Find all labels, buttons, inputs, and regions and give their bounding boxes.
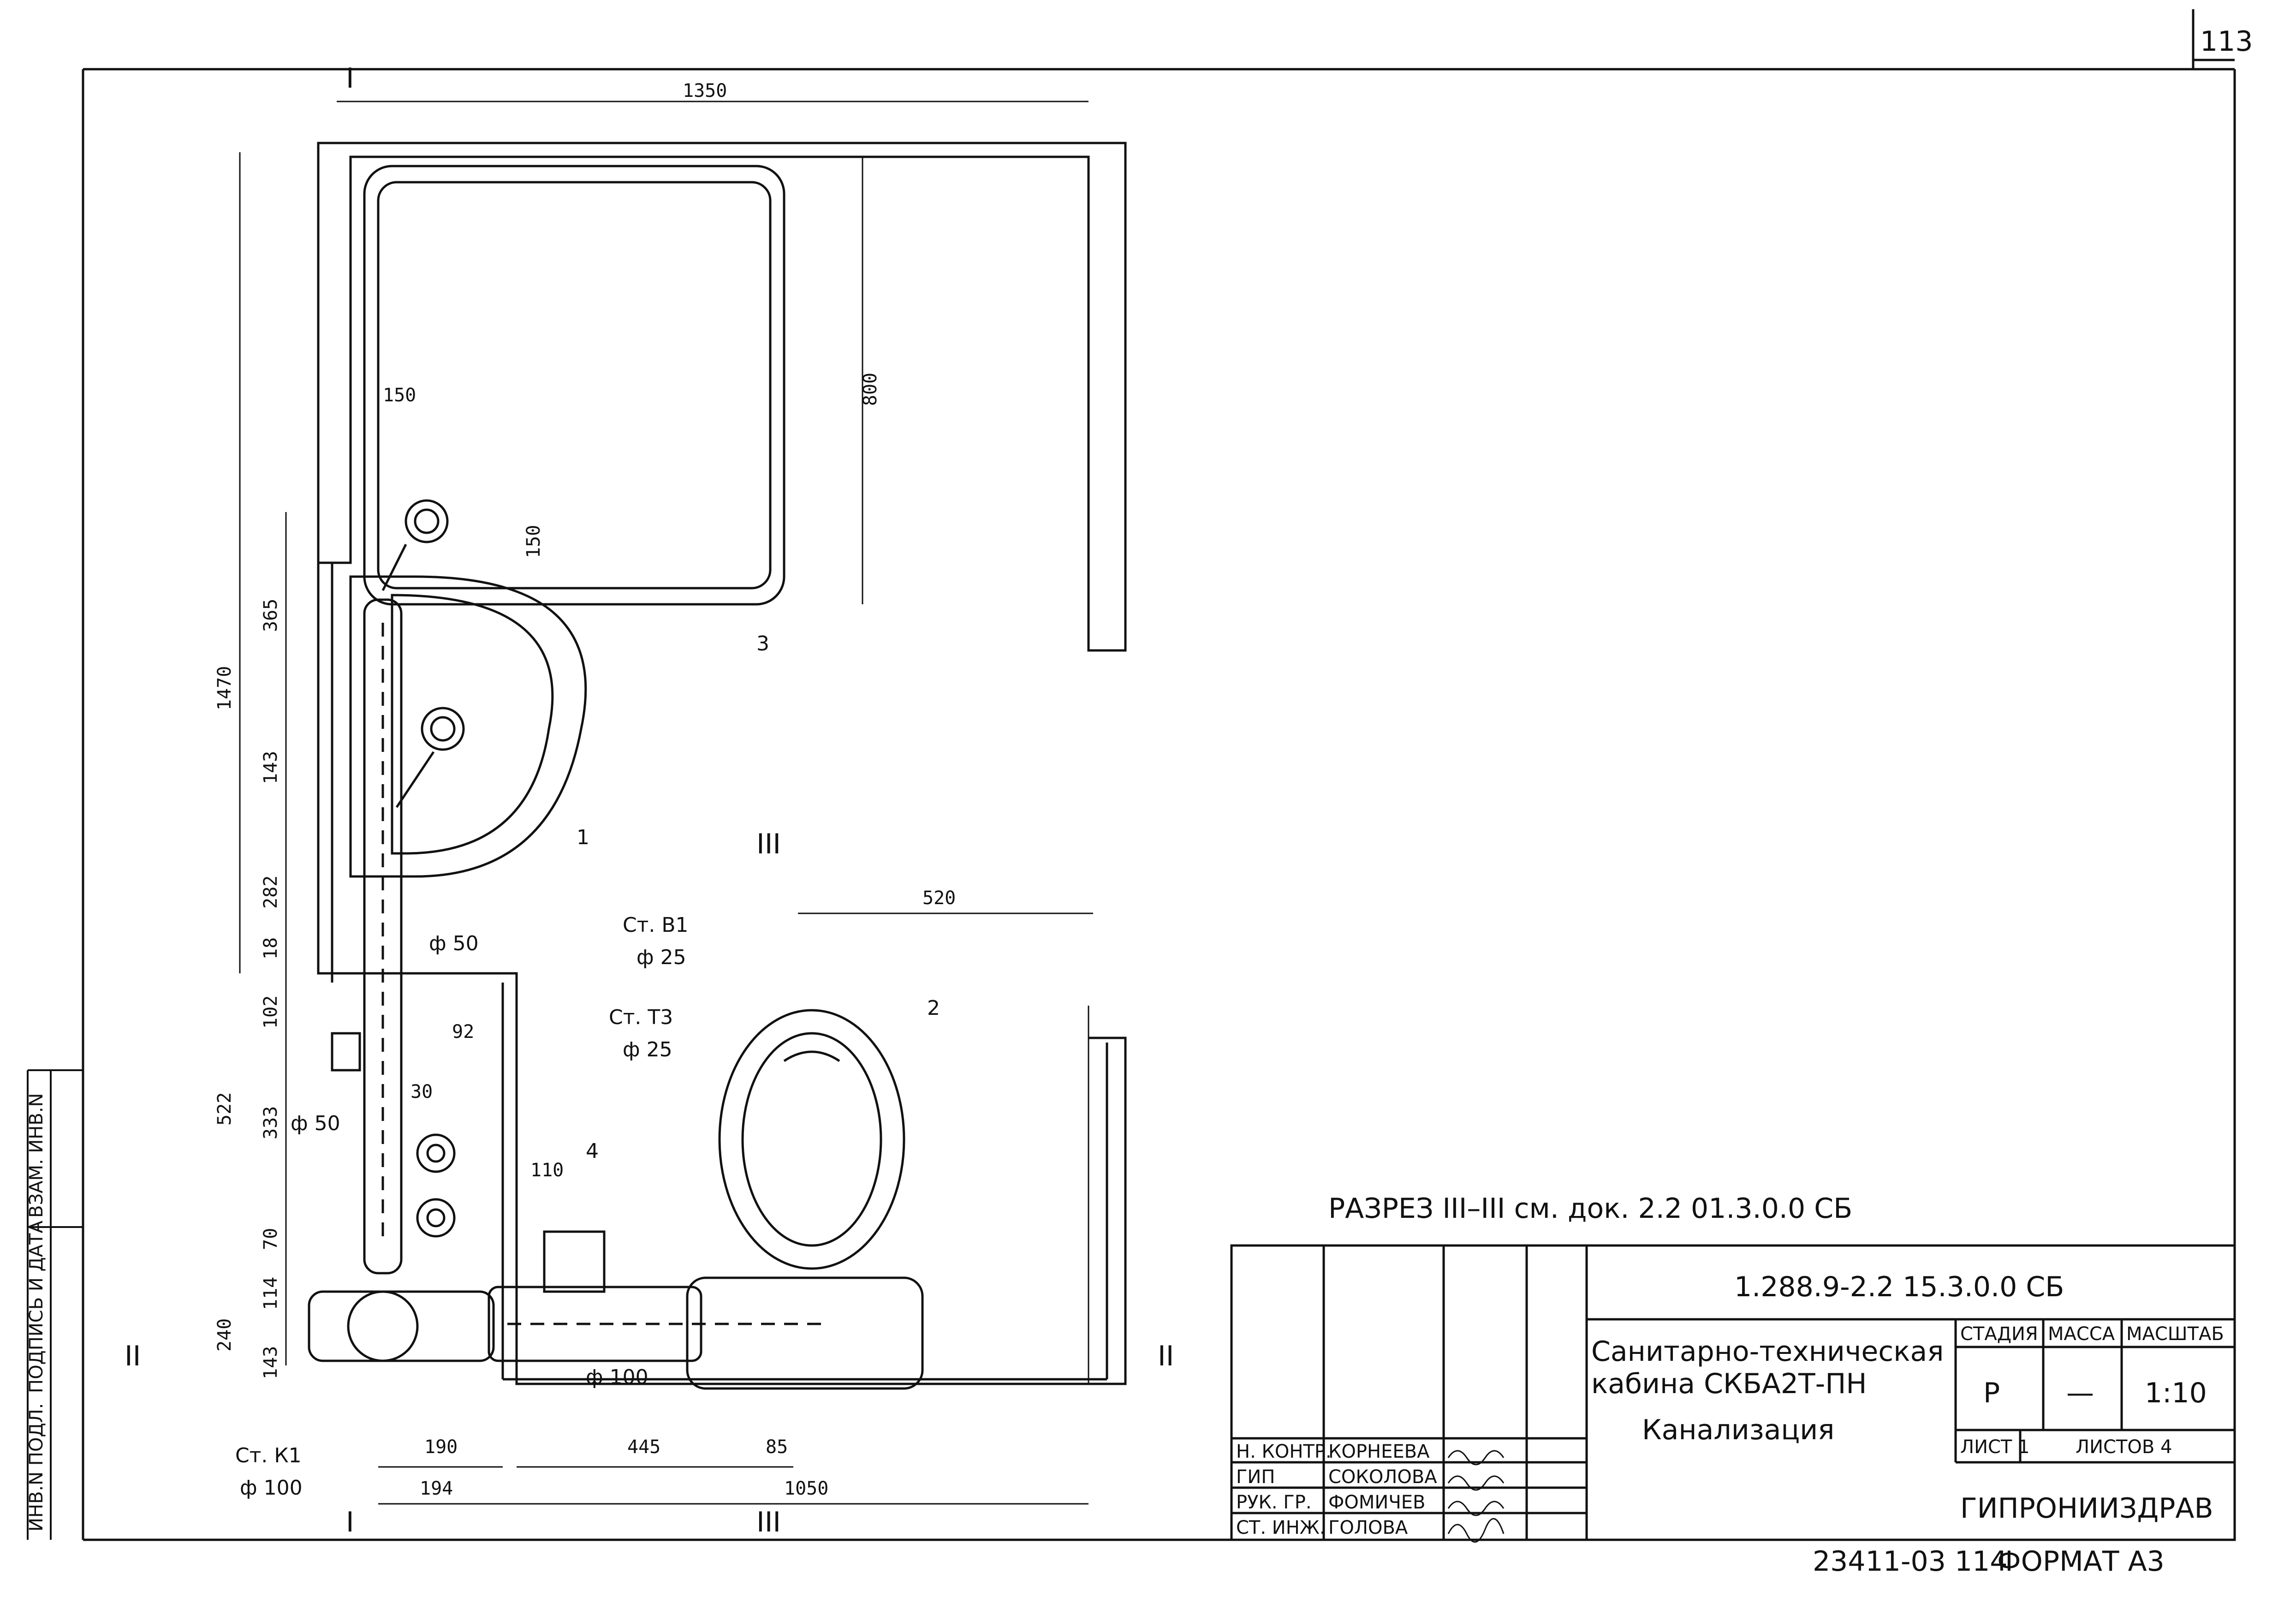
toilet [686, 1009, 924, 1390]
section-mark-ii-left: II [125, 1340, 141, 1372]
hdr-mass: МАССА [2048, 1323, 2115, 1345]
washbasin [349, 575, 587, 878]
section-note: РАЗРЕЗ III–III см. док. 2.2 01.3.0.0 СБ [1328, 1192, 1852, 1225]
dim-143b: 143 [260, 1346, 281, 1379]
page-number: 113 [2200, 25, 2253, 58]
dim-522: 522 [214, 1092, 235, 1126]
hdr-scale: МАСШТАБ [2126, 1323, 2224, 1345]
role-2: ГИП [1236, 1466, 1275, 1488]
org-name: ГИПРОНИИЗДРАВ [1960, 1492, 2213, 1525]
format-label: ФОРМАТ А3 [1997, 1545, 2165, 1578]
cabin-walls [317, 142, 1127, 1385]
name-4: ГОЛОВА [1328, 1517, 1408, 1538]
dim-1470: 1470 [214, 666, 235, 710]
name-2: СОКОЛОВА [1328, 1466, 1437, 1488]
label-stv1d: ф 25 [636, 946, 686, 969]
dim-445: 445 [627, 1436, 660, 1458]
label-stv1: Ст. В1 [623, 913, 689, 937]
sheet-value: ЛИСТ 1 [1960, 1436, 2030, 1458]
dimension-lines [239, 101, 1093, 1505]
dim-800: 800 [860, 373, 881, 406]
dim-85: 85 [766, 1436, 788, 1458]
dim-1050: 1050 [784, 1478, 828, 1499]
sheets-value: ЛИСТОВ 4 [2076, 1436, 2172, 1458]
dim-114: 114 [260, 1277, 281, 1310]
dim-520: 520 [922, 888, 956, 909]
dim-30: 30 [410, 1081, 433, 1102]
dim-92: 92 [452, 1021, 474, 1043]
strip-text-3: ВЗАМ. ИНВ.N [26, 1093, 47, 1218]
section-mark-i-bottom: I [346, 1506, 354, 1538]
hdr-stage: СТАДИЯ [1960, 1323, 2038, 1345]
role-4: СТ. ИНЖ. [1236, 1517, 1326, 1538]
label-phi50b: ф 50 [291, 1112, 340, 1135]
label-stt3: Ст. Т3 [609, 1006, 673, 1029]
label-stk1d: ф 100 [240, 1476, 303, 1500]
dim-365: 365 [260, 599, 281, 632]
dim-143a: 143 [260, 751, 281, 784]
title-line2: кабина СКБА2Т-ПН [1591, 1368, 1867, 1400]
dim-240: 240 [214, 1318, 235, 1352]
section-mark-iii-bottom: III [756, 1506, 781, 1538]
title-line1: Санитарно-техническая [1591, 1335, 1944, 1368]
label-phi50a: ф 50 [429, 932, 479, 955]
role-1: Н. КОНТР. [1236, 1441, 1332, 1462]
label-stk1: Ст. К1 [235, 1444, 302, 1467]
name-1: КОРНЕЕВА [1328, 1441, 1430, 1462]
mass-value: — [2066, 1377, 2094, 1409]
dim-194: 194 [420, 1478, 453, 1499]
doc-code: 1.288.9-2.2 15.3.0.0 СБ [1734, 1271, 2064, 1303]
role-3: РУК. ГР. [1236, 1492, 1312, 1513]
pipe-network [308, 499, 830, 1362]
title-block-grid [1230, 1244, 2236, 1541]
left-strip [27, 1069, 83, 1540]
bottom-code: 23411-03 114 [1813, 1545, 2007, 1578]
strip-text-1: ИНВ.N ПОДЛ. [26, 1403, 47, 1531]
label-4: 4 [586, 1139, 599, 1163]
section-mark-ii-right: II [1158, 1340, 1174, 1372]
section-mark-iii-top: III [756, 828, 781, 860]
strip-text-2: ПОДПИСЬ И ДАТА [26, 1220, 47, 1393]
dim-102: 102 [260, 995, 281, 1029]
label-stt3d: ф 25 [623, 1038, 672, 1061]
label-1: 1 [577, 826, 589, 849]
name-3: ФОМИЧЕВ [1328, 1492, 1426, 1513]
dim-1350: 1350 [683, 80, 727, 101]
section-mark-i-top: I [346, 62, 354, 95]
label-2: 2 [927, 996, 940, 1020]
dim-110: 110 [530, 1160, 564, 1181]
label-3: 3 [756, 632, 769, 656]
label-phi100: ф 100 [586, 1365, 648, 1389]
stage-value: Р [1983, 1377, 2000, 1409]
signature-scribbles [1447, 1450, 1505, 1543]
shower-tray [363, 165, 785, 606]
sheet-frame [82, 9, 2236, 1541]
dim-18: 18 [260, 937, 281, 959]
dim-333: 333 [260, 1106, 281, 1139]
scale-value: 1:10 [2145, 1377, 2207, 1409]
dim-282: 282 [260, 876, 281, 909]
dim-190: 190 [424, 1436, 458, 1458]
dim-150a: 150 [383, 385, 416, 406]
dim-150b: 150 [523, 525, 544, 558]
dim-70: 70 [260, 1228, 281, 1250]
title-line3: Канализация [1642, 1414, 1834, 1446]
